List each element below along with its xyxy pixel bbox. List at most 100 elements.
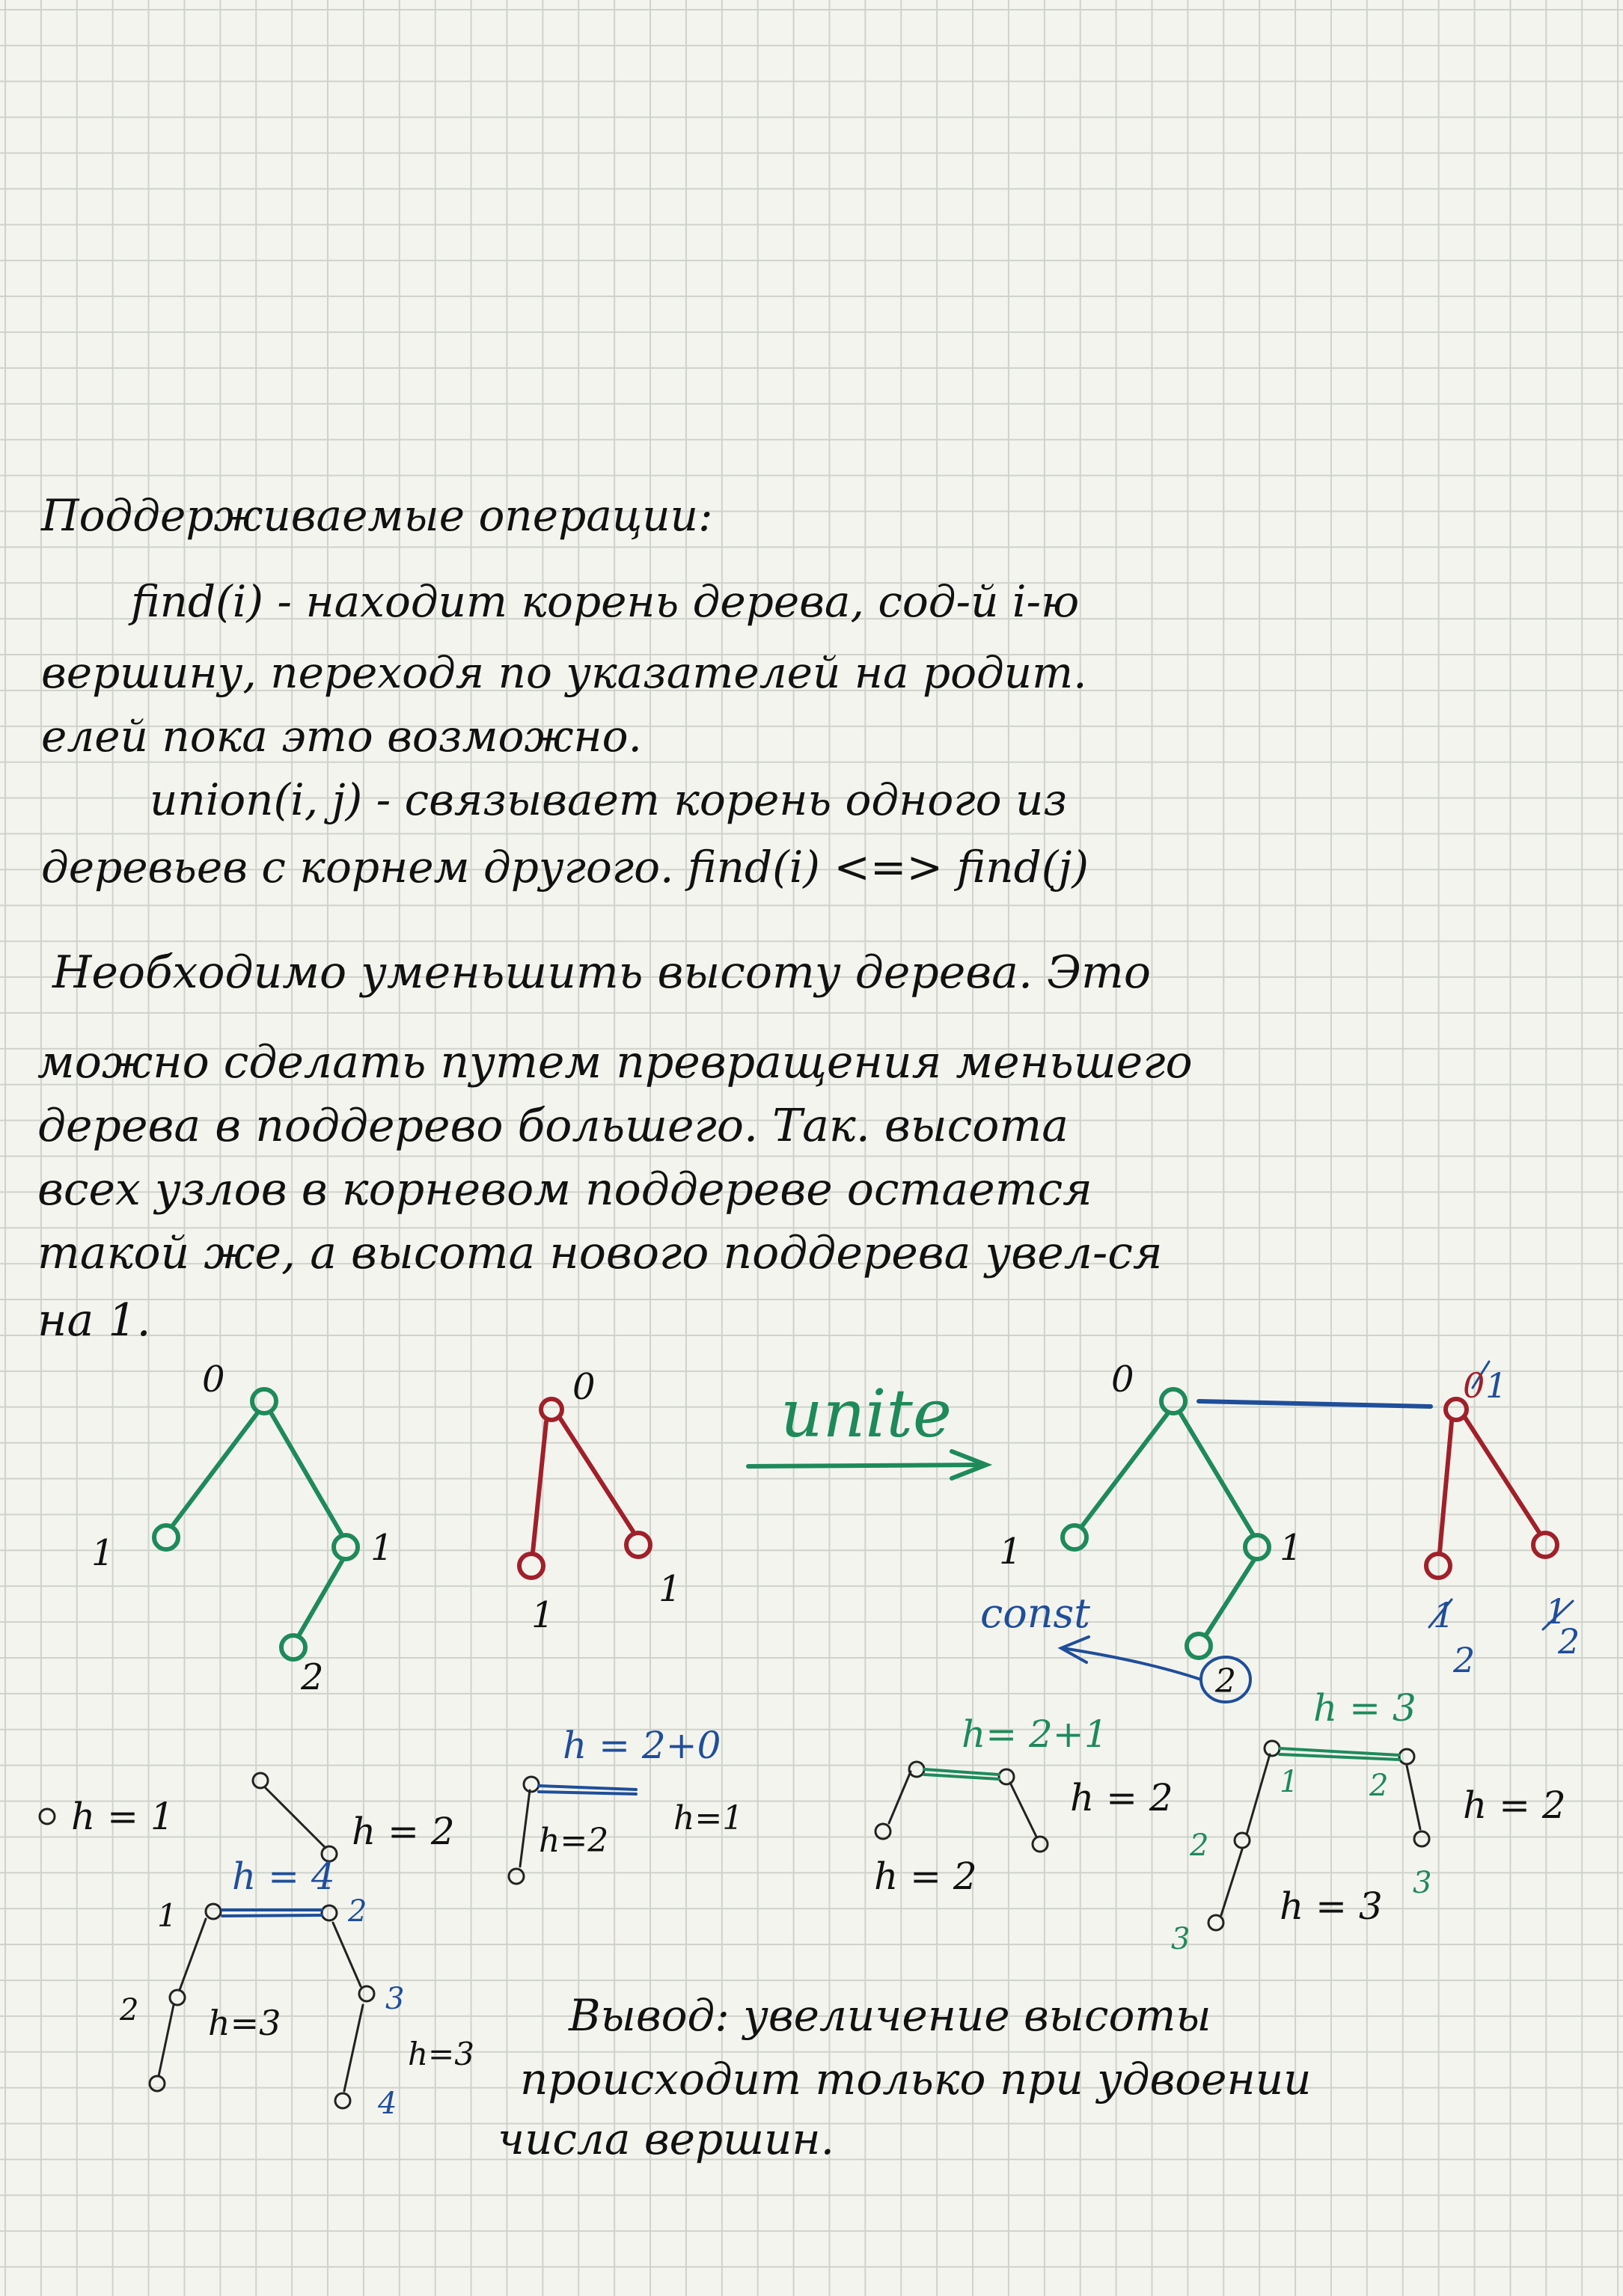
- height-label: h=2: [539, 1822, 608, 1860]
- tree-node: [204, 1902, 222, 1920]
- node-label: 1: [1433, 1595, 1455, 1635]
- tree-node: [1443, 1397, 1469, 1422]
- node-label: 1: [1280, 1765, 1298, 1799]
- union-link: [1196, 1399, 1433, 1409]
- tree-node: [908, 1760, 926, 1778]
- height-label: h = 2: [352, 1810, 455, 1853]
- tree-node: [250, 1387, 278, 1415]
- circled-node-label: [1199, 1656, 1252, 1703]
- height-label: h = 2: [1463, 1784, 1566, 1827]
- node-label: 1: [658, 1568, 682, 1610]
- node-label: 2: [300, 1656, 324, 1698]
- tree-node: [624, 1531, 652, 1559]
- tree-node: [1233, 1831, 1251, 1849]
- tree-node: [320, 1904, 338, 1922]
- operations-line: union(i, j) - связывает корень одного из: [150, 774, 1067, 825]
- conclusion-line: происходит только при удвоении: [520, 2054, 1312, 2104]
- red-tree: [517, 1397, 652, 1580]
- node-label: 3: [1413, 1866, 1431, 1900]
- height-label: h = 1: [71, 1795, 174, 1838]
- height-label: h=1: [673, 1799, 743, 1837]
- height-label: h = 2: [1070, 1776, 1173, 1819]
- tree-node: [251, 1772, 269, 1790]
- node-label: 2: [1189, 1828, 1208, 1863]
- const-arrow: [1057, 1635, 1252, 1703]
- unite-label: unite: [780, 1375, 952, 1452]
- node-label: 2: [1452, 1640, 1475, 1680]
- tree-node: [320, 1845, 338, 1863]
- tree-node: [152, 1523, 180, 1552]
- tree-node: [1263, 1739, 1281, 1757]
- operations-line: вершину, переходя по указателей на родит…: [41, 647, 1087, 698]
- height-label: h= 2+1: [962, 1712, 1108, 1756]
- tree-node: [1185, 1632, 1213, 1660]
- tree-node: [874, 1822, 892, 1840]
- node-label: 2: [1557, 1621, 1580, 1662]
- height-label: h=3: [208, 2003, 281, 2043]
- conclusion-line: Вывод: увеличение высоты: [569, 1990, 1211, 2041]
- node-label: 1: [1545, 1591, 1567, 1632]
- node-label: 3: [385, 1982, 404, 2016]
- tree-node: [279, 1633, 308, 1662]
- operations-title: Поддерживаемые операции:: [41, 490, 713, 541]
- height-note-line: такой же, а высота нового поддерева увел…: [37, 1227, 1163, 1279]
- tree-node: [997, 1768, 1015, 1786]
- node-label: 4: [377, 2087, 397, 2121]
- node-label: 1: [1485, 1365, 1507, 1406]
- node-label: 2: [347, 1894, 367, 1929]
- height-note-line: всех узлов в корневом поддереве остается: [37, 1163, 1092, 1216]
- node-label: 0: [572, 1366, 596, 1408]
- tree-node: [1207, 1914, 1225, 1932]
- tree-node: [517, 1552, 545, 1580]
- tree-node: [358, 1985, 376, 2003]
- node-label: 1: [157, 1897, 177, 1934]
- operations-line: елей пока это возможно.: [41, 711, 642, 762]
- conclusion-line: числа вершин.: [498, 2113, 835, 2164]
- tree-node: [539, 1397, 564, 1422]
- height-label: h=3: [408, 2036, 474, 2072]
- tree-node: [1413, 1830, 1431, 1848]
- tree-node: [1031, 1835, 1049, 1853]
- const-label: const: [980, 1590, 1090, 1637]
- height-label: h = 3: [1313, 1686, 1416, 1730]
- height-label: h = 4: [232, 1855, 335, 1898]
- operations-line: деревьев с корнем другого. find(i) <=> f…: [41, 842, 1089, 893]
- height-note-line: дерева в поддерево большего. Так. высота: [37, 1100, 1069, 1152]
- tree-node: [1424, 1552, 1452, 1580]
- node-label: 1: [531, 1594, 554, 1636]
- node-label: 1: [1280, 1527, 1303, 1569]
- circled-node-label: 2: [1214, 1662, 1236, 1700]
- green-tree: [152, 1387, 360, 1662]
- operations-line: find(i) - находит корень дерева, сод-й i…: [131, 576, 1080, 627]
- tree-node: [1159, 1387, 1188, 1415]
- node-label: 3: [1171, 1922, 1190, 1956]
- tree-node: [1531, 1531, 1559, 1559]
- height-label: h = 3: [1280, 1885, 1383, 1928]
- node-label: 1: [91, 1532, 114, 1574]
- node-label: 2: [119, 1993, 138, 2027]
- tree-node: [1060, 1523, 1089, 1552]
- node-label: 0: [1463, 1365, 1485, 1406]
- node-label: 0: [1111, 1359, 1134, 1400]
- unite-arrow: [746, 1449, 993, 1481]
- tree-node: [331, 1533, 360, 1561]
- merged-red-tree: [1424, 1397, 1559, 1580]
- node-label: 0: [202, 1359, 225, 1400]
- tree-node: [168, 1989, 186, 2006]
- tree-node: [507, 1867, 525, 1885]
- tree-node: [38, 1807, 56, 1825]
- tree-node: [522, 1775, 540, 1793]
- height-label: h = 2+0: [563, 1724, 721, 1767]
- node-label: 1: [999, 1531, 1022, 1573]
- node-label: 2: [1369, 1769, 1388, 1803]
- node-label: 1: [370, 1527, 394, 1569]
- height-note-line: можно сделать путем превращения меньшего: [37, 1036, 1193, 1089]
- tree-node: [148, 2075, 166, 2093]
- tree-node: [1398, 1748, 1416, 1766]
- tree-node: [334, 2092, 352, 2110]
- tree-node: [1243, 1533, 1271, 1561]
- merged-green-tree: [1060, 1387, 1271, 1660]
- height-note-line: Необходимо уменьшить высоту дерева. Это: [52, 946, 1152, 999]
